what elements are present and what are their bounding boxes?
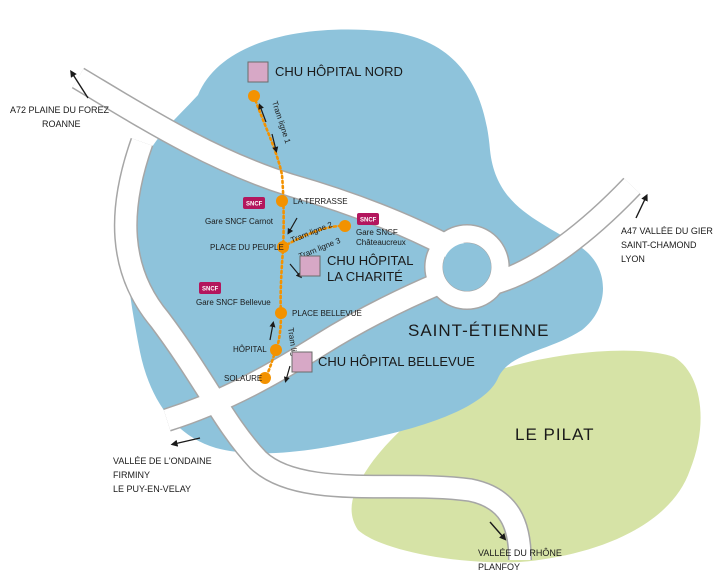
hospital-charite-label-line1: CHU HÔPITAL [327, 253, 413, 268]
tram-arrow-north [258, 103, 267, 123]
saint-etienne-label: SAINT-ÉTIENNE [408, 321, 549, 340]
a47-label-line2: SAINT-CHAMOND [621, 240, 697, 250]
tram-arrow-line3 [289, 263, 302, 279]
stop-label-solaure: SOLAURE [224, 374, 262, 383]
stop-label-place-bellevue: PLACE BELLEVUE [292, 309, 362, 318]
sncf-logo-icon [357, 213, 379, 225]
hospital-bellevue-label: CHU HÔPITAL BELLEVUE [318, 354, 475, 369]
station-carnot: SNCF Gare SNCF Carnot [205, 197, 274, 226]
sncf-logo-icon [199, 282, 221, 294]
hospital-icon [299, 255, 321, 277]
arrow-a47 [635, 193, 648, 219]
roundabout [425, 225, 509, 309]
ondaine-label-line1: VALLÉE DE L'ONDAINE [113, 456, 212, 466]
tram-arrow-south-down [283, 365, 291, 383]
tram-network [248, 90, 351, 384]
station-bellevue-label: Gare SNCF Bellevue [196, 298, 271, 307]
hospital-icon [247, 61, 269, 83]
tram-stop-place-du-peuple [277, 241, 289, 253]
road-a72-a47 [72, 68, 466, 263]
tram-stop-hopital-nord [248, 90, 260, 102]
tram-stop-chateaucreux [339, 220, 351, 232]
sncf-logo-text: SNCF [360, 218, 377, 224]
stop-label-place-du-peuple: PLACE DU PEUPLE [210, 243, 284, 252]
stop-label-la-terrasse: LA TERRASSE [293, 197, 348, 206]
station-chateaucreux: SNCF Gare SNCF Châteaucreux [356, 213, 406, 247]
station-chateaucreux-label-line1: Gare SNCF [356, 228, 398, 237]
a72-label-line2: ROANNE [42, 119, 81, 129]
road-a47 [491, 178, 640, 294]
hospital-nord: CHU HÔPITAL NORD [247, 61, 403, 83]
rhone-label-line1: VALLÉE DU RHÔNE [478, 548, 562, 558]
station-chateaucreux-label-line2: Châteaucreux [356, 238, 406, 247]
sncf-logo-text: SNCF [246, 202, 263, 208]
arrow-rhone [489, 521, 507, 541]
hospital-charite: CHU HÔPITAL LA CHARITÉ [299, 253, 413, 284]
saint-etienne-area [126, 29, 603, 454]
hospital-charite-label-line2: LA CHARITÉ [327, 269, 403, 284]
tram-arrow-north-down [271, 133, 279, 153]
a47-label-line1: A47 VALLÉE DU GIER [621, 226, 713, 236]
roundabout-center [443, 243, 491, 291]
a47-label-line3: LYON [621, 254, 645, 264]
road-network [71, 67, 641, 561]
ondaine-label-line3: LE PUY-EN-VELAY [113, 484, 191, 494]
tram-stop-place-bellevue [275, 307, 287, 319]
a72-label-line1: A72 PLAINE DU FOREZ [10, 105, 110, 115]
arrow-ondaine [170, 437, 201, 447]
tram-arrow-south-up [269, 321, 276, 341]
tram-stop-hopital [270, 344, 282, 356]
station-bellevue: SNCF Gare SNCF Bellevue [196, 282, 271, 307]
station-carnot-label: Gare SNCF Carnot [205, 217, 274, 226]
hospital-bellevue: CHU HÔPITAL BELLEVUE [291, 351, 475, 373]
direction-arrows [70, 70, 648, 541]
arrow-a72 [70, 70, 89, 99]
rhone-label-line2: PLANFOY [478, 562, 520, 572]
hospital-nord-label: CHU HÔPITAL NORD [275, 64, 403, 79]
sncf-logo-icon [243, 197, 265, 209]
tram-direction-arrows [258, 103, 302, 383]
tram-stop-la-terrasse [276, 195, 288, 207]
sncf-logo-text: SNCF [202, 287, 219, 293]
tram-stop-solaure [259, 372, 271, 384]
hospital-icon [291, 351, 313, 373]
destination-labels: A72 PLAINE DU FOREZ ROANNE A47 VALLÉE DU… [10, 105, 713, 572]
road-west-branch [115, 138, 531, 561]
le-pilat-label: LE PILAT [515, 425, 595, 444]
stop-label-hopital: HÔPITAL [233, 345, 267, 354]
ondaine-label-line2: FIRMINY [113, 470, 150, 480]
tram-arrow-line2 [287, 217, 298, 235]
